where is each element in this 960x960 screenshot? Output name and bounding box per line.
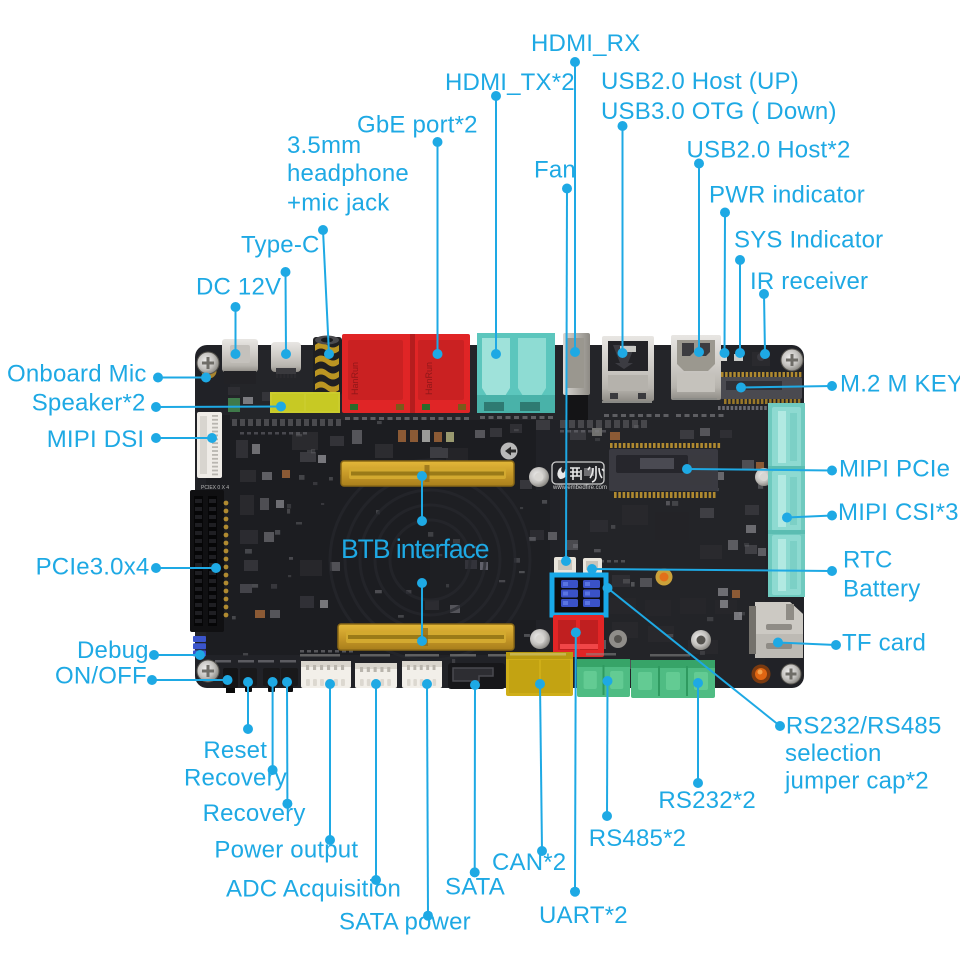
svg-text:RS232/RS485: RS232/RS485 (786, 713, 942, 740)
svg-text:DC 12V: DC 12V (196, 274, 281, 301)
svg-text:HanRun: HanRun (350, 362, 360, 395)
svg-text:selection: selection (785, 740, 882, 767)
svg-text:USB3.0 OTG ( Down): USB3.0 OTG ( Down) (601, 98, 837, 125)
svg-text:Power output: Power output (214, 837, 358, 864)
svg-text:SATA power: SATA power (339, 908, 471, 935)
svg-text:Fan: Fan (534, 157, 576, 184)
svg-text:USB2.0 Host (UP): USB2.0 Host (UP) (601, 68, 799, 95)
svg-text:HDMI_RX: HDMI_RX (531, 30, 640, 57)
svg-text:TF card: TF card (842, 630, 926, 657)
svg-text:USB2.0 Host*2: USB2.0 Host*2 (687, 137, 851, 164)
svg-text:Type-C: Type-C (241, 232, 320, 259)
svg-text:MIPI CSI*3: MIPI CSI*3 (838, 499, 959, 526)
svg-text:HanRun: HanRun (424, 362, 434, 395)
svg-text:PCIe3.0x4: PCIe3.0x4 (36, 553, 150, 580)
svg-text:BTB interface: BTB interface (341, 534, 489, 564)
svg-text:Reset: Reset (203, 737, 267, 764)
svg-text:+mic jack: +mic jack (287, 190, 390, 217)
svg-text:Onboard Mic: Onboard Mic (7, 361, 147, 388)
svg-text:PCIEX 0 X 4: PCIEX 0 X 4 (201, 485, 229, 491)
svg-text:IR receiver: IR receiver (750, 268, 868, 295)
svg-text:www.embedfire.com: www.embedfire.com (552, 485, 607, 491)
svg-text:RTC: RTC (843, 547, 893, 574)
svg-text:Debug: Debug (77, 637, 149, 664)
svg-text:RS485*2: RS485*2 (589, 825, 686, 852)
svg-text:PWR indicator: PWR indicator (709, 182, 865, 209)
svg-text:HDMI_TX*2: HDMI_TX*2 (445, 69, 575, 96)
svg-text:CAN*2: CAN*2 (492, 849, 566, 876)
svg-text:Recovery: Recovery (203, 800, 306, 827)
svg-text:UART*2: UART*2 (539, 902, 628, 929)
svg-text:3.5mm: 3.5mm (287, 132, 361, 159)
svg-text:headphone: headphone (287, 160, 409, 187)
svg-text:ADC Acquisition: ADC Acquisition (226, 876, 401, 903)
svg-text:Battery: Battery (843, 575, 920, 602)
svg-text:Recovery: Recovery (184, 764, 287, 791)
svg-text:ON/OFF: ON/OFF (55, 663, 147, 690)
svg-text:RS232*2: RS232*2 (658, 787, 755, 814)
svg-text:jumper cap*2: jumper cap*2 (784, 768, 929, 795)
svg-text:GbE port*2: GbE port*2 (357, 112, 478, 139)
svg-text:Speaker*2: Speaker*2 (32, 390, 146, 417)
svg-text:SYS Indicator: SYS Indicator (734, 227, 883, 254)
svg-text:MIPI DSI: MIPI DSI (47, 426, 145, 453)
svg-text:MIPI PCIe: MIPI PCIe (839, 456, 950, 483)
svg-text:SATA: SATA (445, 874, 505, 901)
svg-text:M.2 M KEY: M.2 M KEY (840, 370, 960, 397)
